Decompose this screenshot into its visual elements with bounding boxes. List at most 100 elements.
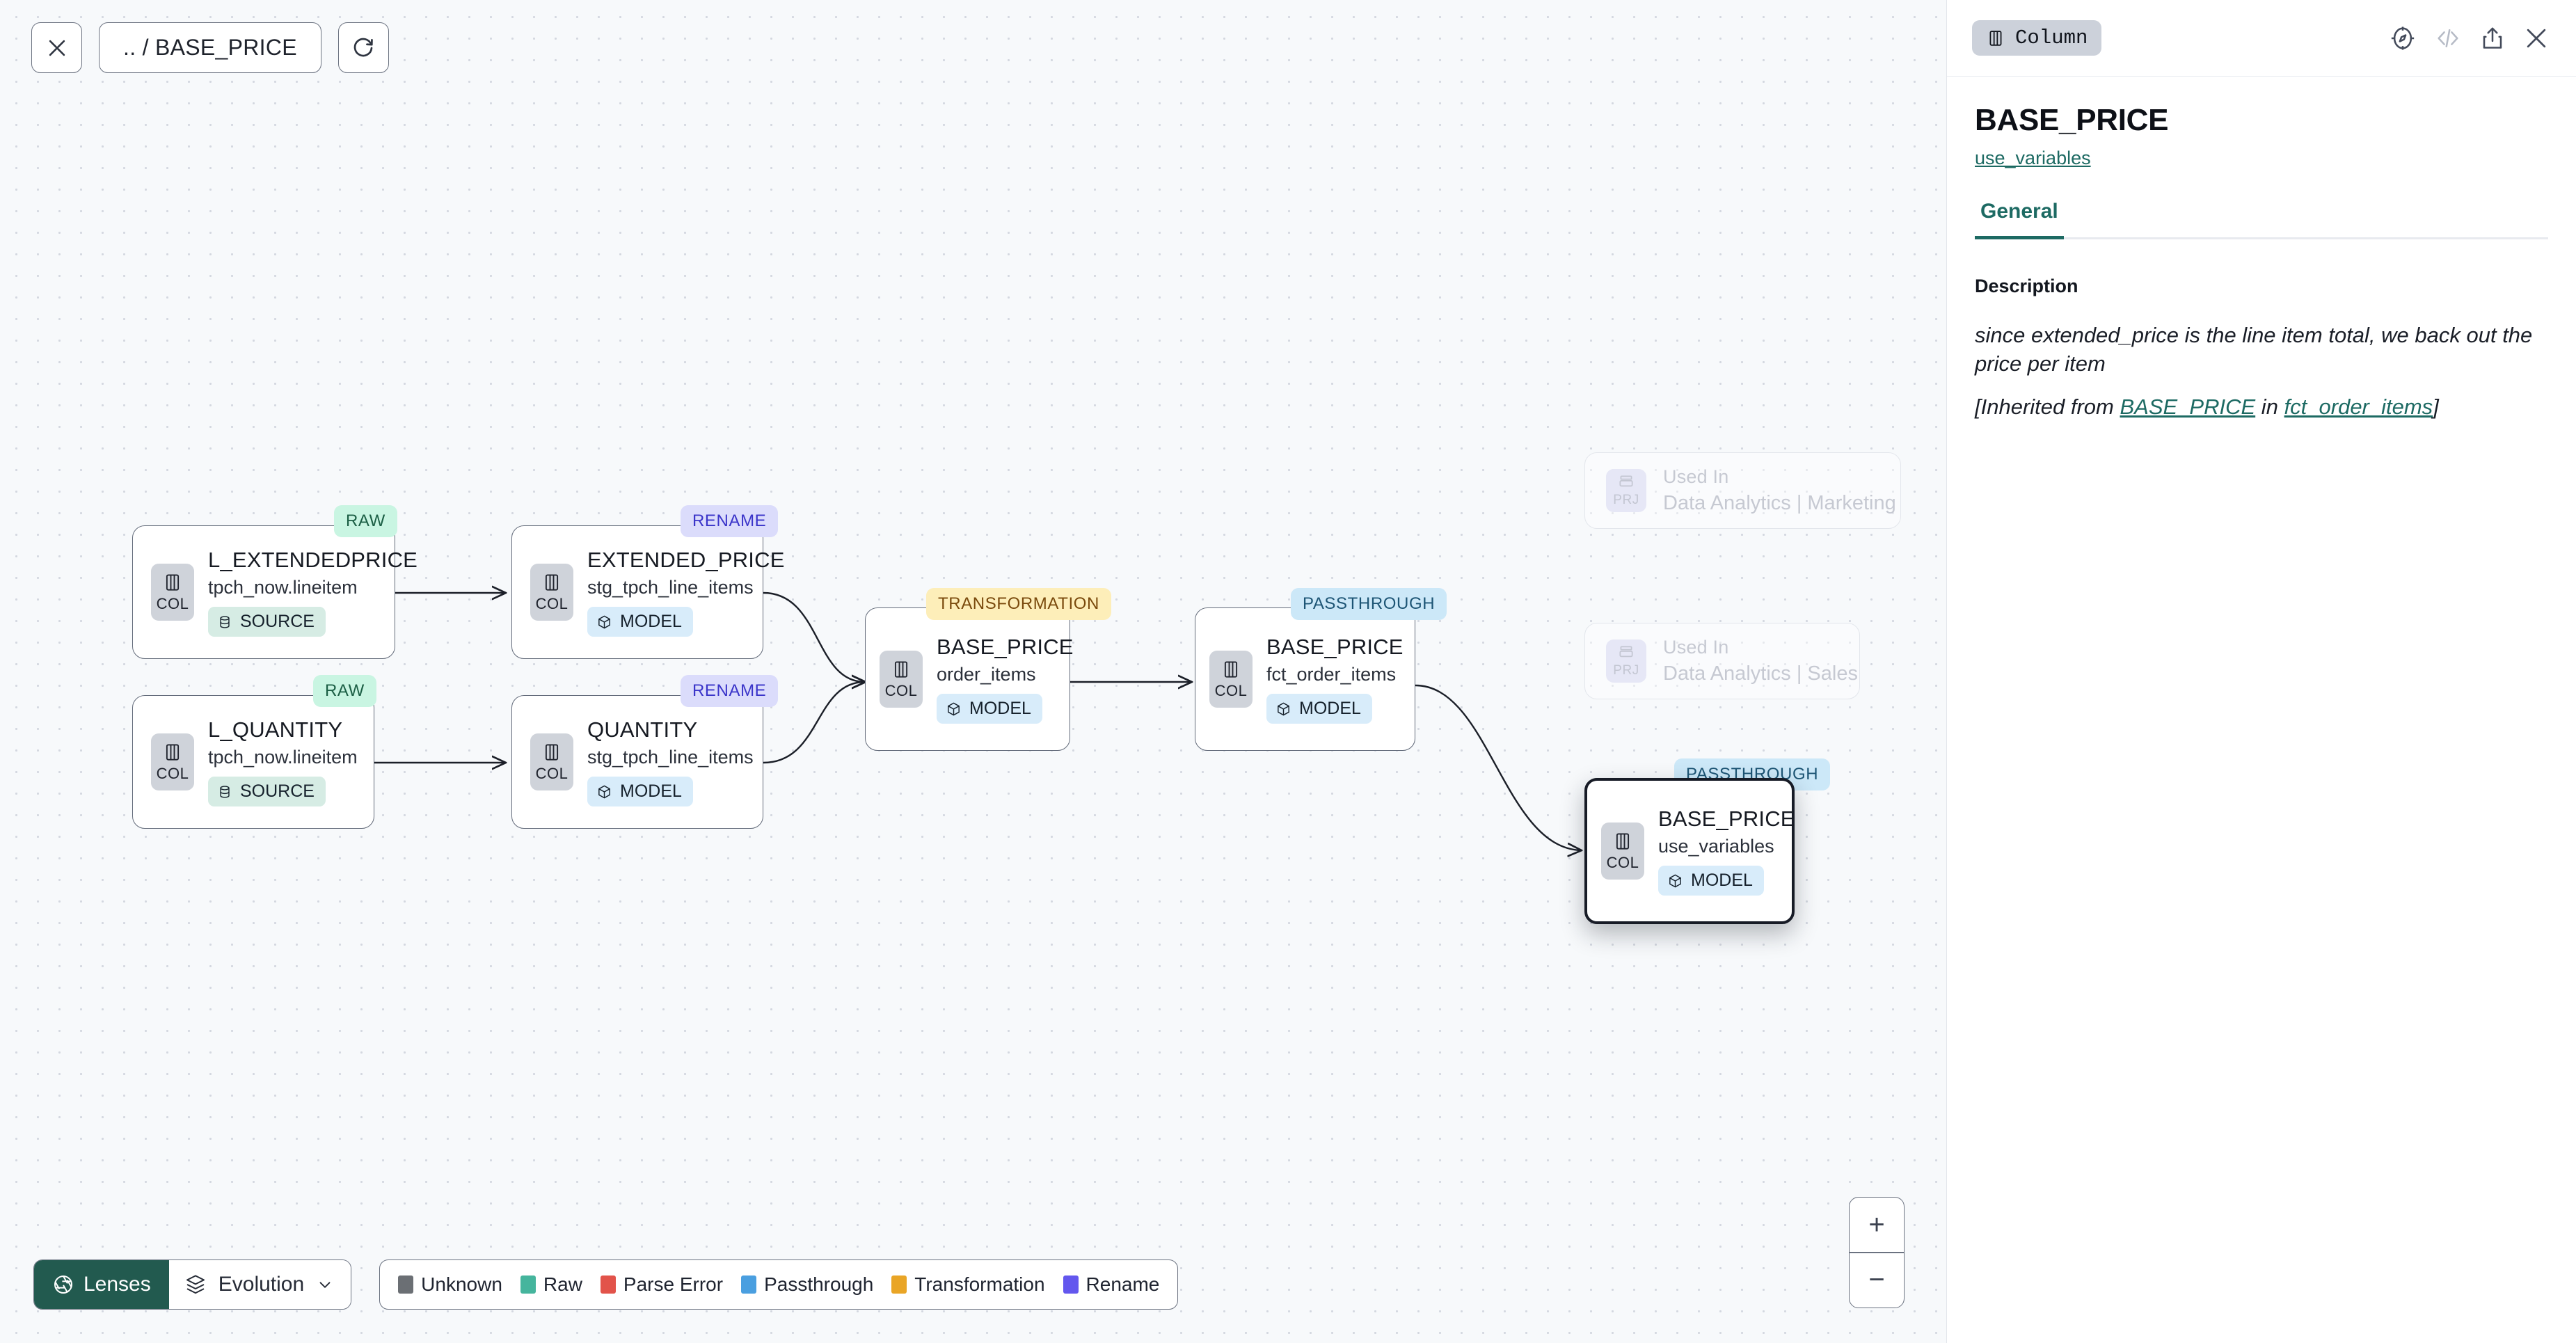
pill-label: MODEL [620, 612, 682, 631]
column-icon [545, 574, 559, 591]
column-icon [1224, 661, 1238, 678]
legend-swatch [600, 1276, 616, 1294]
node-title: BASE_PRICE [1266, 635, 1404, 659]
inherited-suffix: ] [2433, 395, 2439, 420]
chevron-down-icon [319, 1282, 331, 1288]
node-kind-badge-rename-1: RENAME [681, 505, 779, 537]
parent-model-link[interactable]: use_variables [1975, 148, 2091, 168]
lineage-node-l-extendedprice[interactable]: COL L_EXTENDEDPRICE tpch_now.lineitem SO… [132, 525, 418, 659]
lineage-canvas[interactable]: .. / BASE_PRICE [0, 0, 1946, 1343]
chip-label: COL [535, 765, 569, 782]
node-type-pill: SOURCE [208, 607, 326, 637]
legend-label: Parse Error [623, 1273, 724, 1295]
node-kind-badge-rename-2: RENAME [681, 675, 779, 707]
lineage-node-l-quantity[interactable]: COL L_QUANTITY tpch_now.lineitem SOURCE [132, 695, 374, 829]
legend-item-transformation[interactable]: Transformation [891, 1273, 1045, 1296]
node-subtitle: stg_tpch_line_items [587, 747, 754, 768]
node-type-pill: MODEL [587, 777, 693, 806]
lineage-node-base-price-use-variables[interactable]: COL BASE_PRICE use_variables MODEL [1584, 778, 1795, 924]
share-icon[interactable] [2480, 25, 2505, 51]
close-canvas-button[interactable] [31, 22, 82, 73]
details-panel-body: BASE_PRICE use_variables General Descrip… [1947, 77, 2576, 420]
pill-label: SOURCE [240, 781, 315, 801]
compass-icon[interactable] [2390, 25, 2416, 51]
badge-label: RAW [346, 511, 385, 530]
legend-item-unknown[interactable]: Unknown [398, 1273, 502, 1296]
badge-label: RAW [325, 681, 365, 700]
legend-label: Raw [543, 1273, 582, 1295]
node-type-pill: MODEL [587, 607, 693, 637]
inherited-prefix: [Inherited from [1975, 395, 2120, 420]
inherited-mid: in [2255, 395, 2284, 420]
database-icon [220, 615, 230, 628]
model-cube-icon [598, 785, 610, 798]
legend-swatch [1063, 1276, 1079, 1294]
details-panel: Column [1946, 0, 2576, 1343]
node-subtitle: fct_order_items [1266, 664, 1397, 685]
chip-label: PRJ [1613, 663, 1639, 678]
inherited-model-link[interactable]: fct_order_items [2284, 395, 2433, 420]
canvas-top-controls: .. / BASE_PRICE [31, 22, 389, 73]
node-kind-badge-raw-1: RAW [334, 505, 397, 537]
legend-label: Passthrough [764, 1273, 874, 1295]
pill-label: MODEL [1691, 871, 1753, 890]
badge-label: RENAME [692, 511, 767, 530]
legend-item-raw[interactable]: Raw [520, 1273, 582, 1296]
lenses-button[interactable]: Lenses [34, 1260, 169, 1309]
badge-label: RENAME [692, 681, 767, 700]
zoom-out-button[interactable]: − [1850, 1253, 1904, 1308]
col-chip: COL [530, 733, 573, 790]
node-type-pill: MODEL [1658, 866, 1764, 896]
inherited-column-link[interactable]: BASE_PRICE [2120, 395, 2256, 420]
lens-group: Lenses Evolution [33, 1259, 352, 1310]
node-subtitle: tpch_now.lineitem [208, 747, 358, 768]
refresh-button[interactable] [337, 22, 389, 73]
used-in-node-marketing[interactable]: PRJ Used In Data Analytics | Marketing [1584, 452, 1901, 529]
chip-label: PRJ [1613, 493, 1639, 507]
edge [1415, 684, 1581, 850]
used-in-node-sales[interactable]: PRJ Used In Data Analytics | Sales [1584, 623, 1860, 699]
chip-label: COL [156, 765, 189, 782]
project-icon [1619, 646, 1633, 658]
badge-label: TRANSFORMATION [938, 594, 1099, 613]
entity-type-badge: Column [1972, 20, 2102, 56]
breadcrumb-label: .. / BASE_PRICE [123, 35, 297, 60]
node-title: L_QUANTITY [208, 717, 343, 742]
legend-item-rename[interactable]: Rename [1063, 1273, 1159, 1296]
legend-item-parse-error[interactable]: Parse Error [600, 1273, 724, 1296]
node-kind-badge-passthrough-1: PASSTHROUGH [1291, 588, 1447, 620]
node-kind-badge-transformation: TRANSFORMATION [926, 588, 1111, 620]
lineage-node-extended-price[interactable]: COL EXTENDED_PRICE stg_tpch_line_items M… [511, 525, 784, 659]
tab-general[interactable]: General [1975, 200, 2064, 239]
lineage-node-base-price-order-items[interactable]: COL BASE_PRICE order_items MODEL [865, 607, 1074, 751]
model-cube-icon [1669, 874, 1681, 887]
col-chip: COL [151, 733, 194, 790]
evolution-dropdown[interactable]: Evolution [168, 1260, 351, 1309]
lineage-node-quantity[interactable]: COL QUANTITY stg_tpch_line_items MODEL [511, 695, 763, 829]
node-type-pill: SOURCE [208, 777, 326, 806]
column-icon [166, 574, 180, 591]
breadcrumb[interactable]: .. / BASE_PRICE [99, 22, 321, 73]
used-in-project: Data Analytics | Sales [1663, 662, 1858, 685]
page-title: BASE_PRICE [1975, 103, 2169, 137]
close-icon[interactable] [2523, 25, 2550, 51]
prj-chip: PRJ [1606, 469, 1646, 512]
node-title: BASE_PRICE [937, 635, 1074, 659]
col-chip: COL [151, 564, 194, 621]
legend-item-passthrough[interactable]: Passthrough [741, 1273, 873, 1296]
lineage-node-base-price-fct-order-items[interactable]: COL BASE_PRICE fct_order_items MODEL [1195, 607, 1415, 751]
chip-label: COL [535, 595, 569, 612]
badge-label: PASSTHROUGH [1303, 594, 1436, 613]
model-cube-icon [948, 702, 960, 715]
chip-label: COL [156, 595, 189, 612]
evolution-label: Evolution [218, 1273, 305, 1296]
node-subtitle: order_items [937, 664, 1036, 685]
zoom-in-button[interactable]: + [1850, 1198, 1904, 1252]
entity-type-label: Column [2015, 26, 2088, 49]
aperture-icon [54, 1276, 72, 1294]
details-panel-header: Column [1947, 0, 2576, 77]
legend-swatch [741, 1276, 757, 1294]
zoom-controls: + − [1849, 1197, 1905, 1308]
code-icon[interactable] [2434, 25, 2462, 51]
column-icon [166, 744, 180, 761]
